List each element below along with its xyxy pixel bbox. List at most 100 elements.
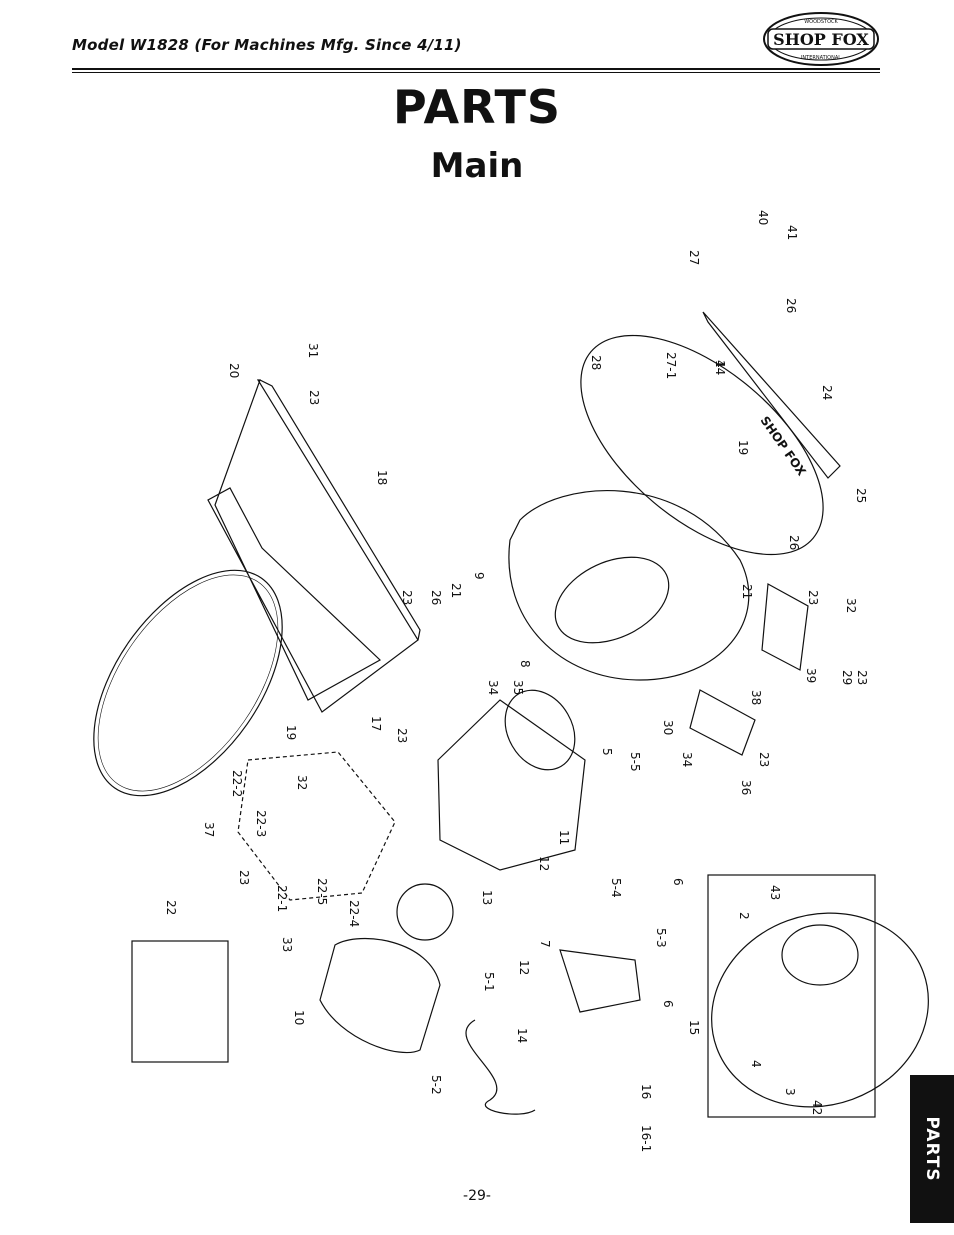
- motor-body: [437, 699, 586, 871]
- part-callout: 23: [855, 670, 869, 685]
- part-callout: 27-1: [664, 352, 678, 379]
- part-callout: 19: [736, 440, 750, 455]
- labels-inset: [707, 874, 876, 1118]
- part-callout: 22-5: [315, 878, 329, 905]
- part-callout: 29: [840, 670, 854, 685]
- part-callout: 35: [511, 680, 525, 695]
- part-callout: 26: [787, 535, 801, 550]
- page-subtitle: Main: [430, 146, 524, 186]
- part-callout: 5-5: [628, 752, 642, 772]
- switch-box: [559, 949, 641, 1013]
- part-callout: 6: [671, 878, 685, 886]
- part-callout: 5: [600, 748, 614, 756]
- part-callout: 5-1: [482, 972, 496, 992]
- part-callout: 22: [164, 900, 178, 915]
- part-callout: 23: [400, 590, 414, 605]
- page-title: PARTS: [393, 80, 561, 134]
- part-callout: 26: [429, 590, 443, 605]
- part-callout: 5-2: [429, 1075, 443, 1095]
- part-callout: 11: [557, 830, 571, 845]
- miter-gauge: [237, 751, 396, 901]
- part-callout: 21: [449, 583, 463, 598]
- side-tab-label: PARTS: [922, 1116, 942, 1182]
- logo-top-text: WOODSTOCK: [804, 19, 838, 25]
- part-callout: 5-4: [609, 878, 623, 898]
- logo-text: SHOP FOX: [773, 30, 869, 49]
- part-callout: 38: [749, 690, 763, 705]
- part-callout: 22-3: [254, 810, 268, 837]
- fence-bar: [702, 311, 841, 479]
- miter-gauge-inset: [131, 940, 229, 1063]
- fan: [396, 883, 454, 941]
- table-plate: [207, 379, 419, 713]
- part-callout: 34: [486, 680, 500, 695]
- part-callout: 41: [785, 225, 799, 240]
- part-callout: 22-2: [230, 770, 244, 797]
- power-cord: [465, 1019, 536, 1115]
- part-callout: 42: [810, 1100, 824, 1115]
- part-callout: 7: [538, 940, 552, 948]
- part-callout: 3: [783, 1088, 797, 1096]
- part-callout: 36: [739, 780, 753, 795]
- part-callout: 12: [537, 856, 551, 871]
- part-callout: 16: [639, 1084, 653, 1099]
- part-callout: 20: [227, 363, 241, 378]
- part-callout: 31: [306, 343, 320, 358]
- part-callout: 19: [284, 725, 298, 740]
- fence-brand-text: SHOP FOX: [758, 414, 810, 479]
- callout-labels: 123455-15-25-35-45-566789101112121314151…: [164, 210, 869, 1152]
- part-callout: 22-4: [347, 900, 361, 927]
- part-callout: 37: [202, 822, 216, 837]
- part-callout: 17: [369, 716, 383, 731]
- part-callout: 12: [517, 960, 531, 975]
- stand-plate: [689, 689, 756, 756]
- part-callout: 32: [844, 598, 858, 613]
- header-rule-thin: [72, 72, 880, 73]
- part-callout: 15: [687, 1020, 701, 1035]
- part-callout: 13: [480, 890, 494, 905]
- part-callout: 23: [757, 752, 771, 767]
- part-callout: 10: [292, 1010, 306, 1025]
- model-header-text: Model W1828 (For Machines Mfg. Since 4/1…: [72, 36, 462, 54]
- part-callout: 23: [237, 870, 251, 885]
- part-callout: 24: [820, 385, 834, 400]
- part-callout: 9: [472, 572, 486, 580]
- part-callout: 34: [680, 752, 694, 767]
- part-callout: 23: [395, 728, 409, 743]
- shop-fox-logo: SHOP FOX WOODSTOCK INTERNATIONAL: [763, 12, 879, 66]
- part-callout: 16-1: [639, 1125, 653, 1152]
- part-callout: 27: [687, 250, 701, 265]
- part-callout: 21: [740, 584, 754, 599]
- page-number: -29-: [463, 1188, 491, 1204]
- sanding-disc-right: [580, 334, 824, 556]
- part-callout: 30: [661, 720, 675, 735]
- part-callout: 18: [375, 470, 389, 485]
- part-callout: 28: [589, 355, 603, 370]
- disc-guard: [508, 490, 750, 681]
- part-callout: 14: [515, 1028, 529, 1043]
- part-callout: 6: [661, 1000, 675, 1008]
- part-callout: 33: [280, 937, 294, 952]
- part-callout: 23: [307, 390, 321, 405]
- logo-bottom-text: INTERNATIONAL: [801, 55, 841, 61]
- part-callout: 26: [784, 298, 798, 313]
- part-callout: 22-1: [275, 885, 289, 912]
- part-callout: 43: [768, 885, 782, 900]
- base-plate: [761, 583, 809, 671]
- part-callout: 23: [806, 590, 820, 605]
- fan-cover: [319, 937, 441, 1054]
- part-callout: 44: [713, 360, 727, 375]
- part-callout: 8: [518, 660, 532, 668]
- part-callout: 5-3: [654, 928, 668, 948]
- part-callout: 1: [713, 360, 727, 368]
- part-callout: 32: [295, 775, 309, 790]
- part-callout: 25: [854, 488, 868, 503]
- part-callout: 39: [804, 668, 818, 683]
- header-rule: [72, 68, 880, 70]
- part-callout: 4: [749, 1060, 763, 1068]
- part-callout: 40: [756, 210, 770, 225]
- part-callout: 2: [737, 912, 751, 920]
- sanding-disc-left: [93, 569, 283, 797]
- parts-side-tab: PARTS: [910, 1075, 954, 1223]
